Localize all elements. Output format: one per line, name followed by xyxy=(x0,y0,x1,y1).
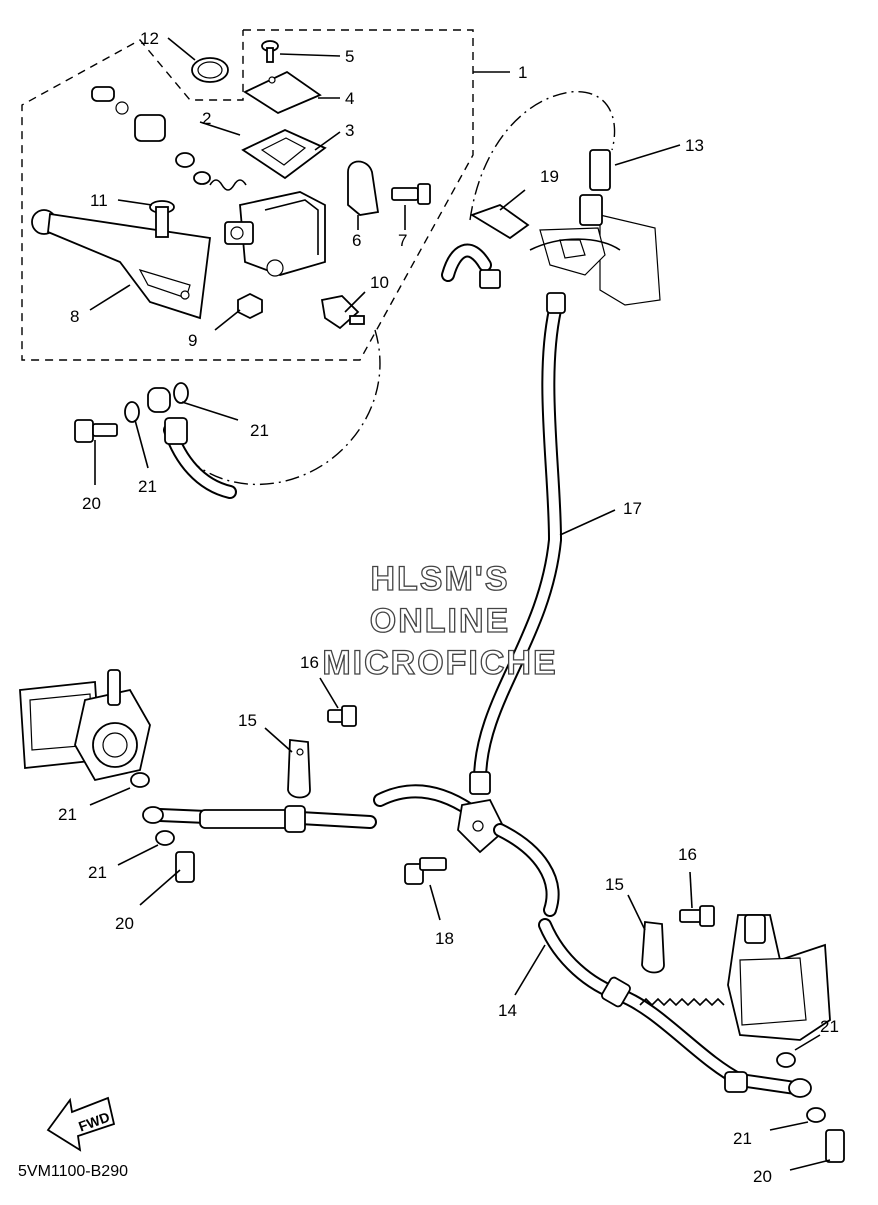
left-brake-hose xyxy=(142,784,477,833)
callout-2: 2 xyxy=(202,109,211,128)
reservoir-diaphragm xyxy=(241,129,327,180)
callout-13: 13 xyxy=(685,136,704,155)
clamp-bolt-right xyxy=(679,905,715,927)
cap-screw xyxy=(261,40,279,63)
left-brake-caliper xyxy=(19,669,151,782)
callout-15-right: 15 xyxy=(605,875,624,894)
wire-connector xyxy=(441,243,501,289)
callout-5: 5 xyxy=(345,47,354,66)
callout-21-hose-left: 21 xyxy=(88,863,107,882)
callout-21-upper-right: 21 xyxy=(250,421,269,440)
callout-19: 19 xyxy=(540,167,559,186)
right-washers-and-bolt xyxy=(776,1052,845,1163)
callout-16-left: 16 xyxy=(300,653,319,672)
watermark-line-1: HLSM'S xyxy=(370,560,509,598)
cable-guide xyxy=(469,203,530,240)
cap-boot xyxy=(191,57,229,83)
brake-pipe xyxy=(469,292,566,795)
callout-20-right: 20 xyxy=(753,1167,772,1186)
master-cylinder-assembly-boundary xyxy=(21,29,474,361)
nut xyxy=(237,292,263,320)
callout-21-caliper-right: 21 xyxy=(820,1017,839,1036)
diagram-code: 5VM1100-B290 xyxy=(18,1163,128,1180)
clamp-bolt-left xyxy=(327,705,357,727)
callout-8: 8 xyxy=(70,307,79,326)
callout-1: 1 xyxy=(518,63,527,82)
callout-6: 6 xyxy=(352,231,361,250)
callout-21-upper-left: 21 xyxy=(138,477,157,496)
callout-14: 14 xyxy=(498,1001,517,1020)
hose-clamp-left xyxy=(287,738,311,799)
brake-lever xyxy=(31,209,212,320)
callout-20-left: 20 xyxy=(115,914,134,933)
forward-direction-arrow: FWD xyxy=(46,1096,116,1152)
lever-holder xyxy=(347,160,380,216)
right-brake-caliper xyxy=(727,914,831,1041)
reservoir-cap xyxy=(243,70,322,115)
callout-labels: 1 2 3 4 5 6 7 8 9 10 11 12 13 14 15 15 1… xyxy=(58,29,839,1186)
callout-21-hose-right: 21 xyxy=(733,1129,752,1148)
pivot-bolt xyxy=(149,200,175,238)
left-washers-and-bolt xyxy=(130,772,195,883)
handlebar-switch-housing xyxy=(529,214,661,306)
callout-17: 17 xyxy=(623,499,642,518)
callout-20-upper: 20 xyxy=(82,494,101,513)
callout-9: 9 xyxy=(188,331,197,350)
callout-10: 10 xyxy=(370,273,389,292)
switch xyxy=(320,295,365,330)
banjo-fitting-upper xyxy=(147,387,188,445)
holder-bolt xyxy=(391,183,431,205)
callout-4: 4 xyxy=(345,89,354,108)
callout-12: 12 xyxy=(140,29,159,48)
callout-15-left: 15 xyxy=(238,711,257,730)
copper-washers-upper xyxy=(124,382,189,423)
callout-18: 18 xyxy=(435,929,454,948)
watermark-line-3: MICROFICHE xyxy=(322,644,557,682)
hose-clamp-right xyxy=(641,920,665,974)
master-cylinder-kit xyxy=(91,86,247,191)
callout-21-caliper-left: 21 xyxy=(58,805,77,824)
leader-lines xyxy=(89,37,831,1171)
right-brake-hose xyxy=(493,823,812,1098)
watermark: HLSM'S ONLINE MICROFICHE xyxy=(322,559,557,682)
union-bolt-upper xyxy=(74,419,118,443)
cable-end xyxy=(579,149,611,226)
callout-3: 3 xyxy=(345,121,354,140)
watermark-line-2: ONLINE xyxy=(370,602,510,640)
joint-bolt xyxy=(404,857,447,885)
callout-16-right: 16 xyxy=(678,845,697,864)
callout-7: 7 xyxy=(398,231,407,250)
callout-11: 11 xyxy=(90,191,108,210)
three-way-joint xyxy=(457,798,507,854)
master-cylinder-body xyxy=(224,191,326,277)
